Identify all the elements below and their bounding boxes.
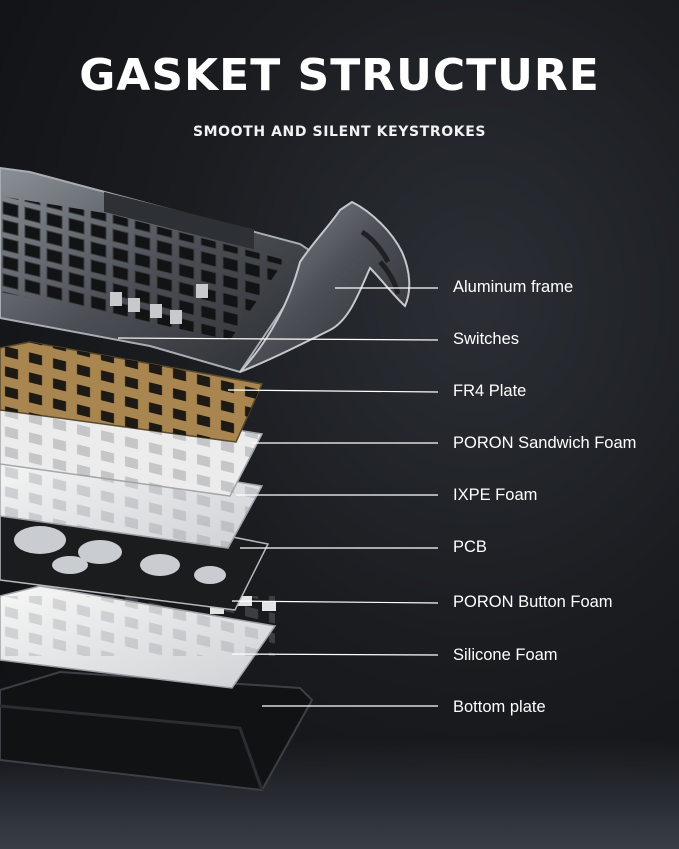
label-ixpe-foam: IXPE Foam bbox=[453, 486, 538, 504]
fr4-plate-cutouts bbox=[0, 342, 262, 442]
pcb-cutout bbox=[78, 540, 122, 564]
label-silicone-foam: Silicone Foam bbox=[453, 646, 558, 664]
switch bbox=[150, 304, 162, 318]
label-poron-sandwich-foam: PORON Sandwich Foam bbox=[453, 434, 637, 452]
switch bbox=[110, 292, 122, 306]
switch-grid bbox=[0, 196, 285, 340]
pcb-cutout bbox=[140, 554, 180, 576]
switch bbox=[128, 298, 140, 312]
switch bbox=[196, 284, 208, 298]
pcb-cutout bbox=[14, 526, 66, 554]
page-subtitle: SMOOTH AND SILENT KEYSTROKES bbox=[192, 124, 487, 140]
aluminum-frame-arm-slot bbox=[360, 229, 391, 264]
label-pcb: PCB bbox=[453, 538, 487, 556]
poron-sandwich-foam-cutouts bbox=[0, 396, 262, 496]
page-title: GASKET STRUCTURE bbox=[79, 50, 600, 101]
leader-line-poron-button-foam bbox=[231, 600, 439, 604]
aluminum-frame-top-bar bbox=[104, 191, 254, 250]
label-fr4-plate: FR4 Plate bbox=[453, 382, 527, 400]
bottom-plate-layer bbox=[0, 670, 314, 792]
leader-line-fr4-plate bbox=[227, 389, 439, 393]
switch bbox=[170, 310, 182, 324]
leader-line-switches bbox=[117, 337, 439, 341]
leader-line-silicone-foam bbox=[231, 653, 439, 656]
poron-button-foam-piece bbox=[262, 601, 276, 611]
label-aluminum-frame: Aluminum frame bbox=[453, 278, 574, 296]
label-bottom-plate: Bottom plate bbox=[453, 698, 546, 716]
aluminum-frame-arm bbox=[239, 200, 411, 373]
label-poron-button-foam: PORON Button Foam bbox=[453, 593, 613, 611]
pcb-cutout bbox=[52, 556, 88, 574]
bottom-plate-edge bbox=[0, 704, 264, 791]
pcb-cutout bbox=[194, 566, 226, 584]
poron-button-foam-piece bbox=[210, 604, 224, 614]
label-switches: Switches bbox=[453, 330, 520, 348]
aluminum-frame-arm-slot bbox=[378, 260, 401, 295]
